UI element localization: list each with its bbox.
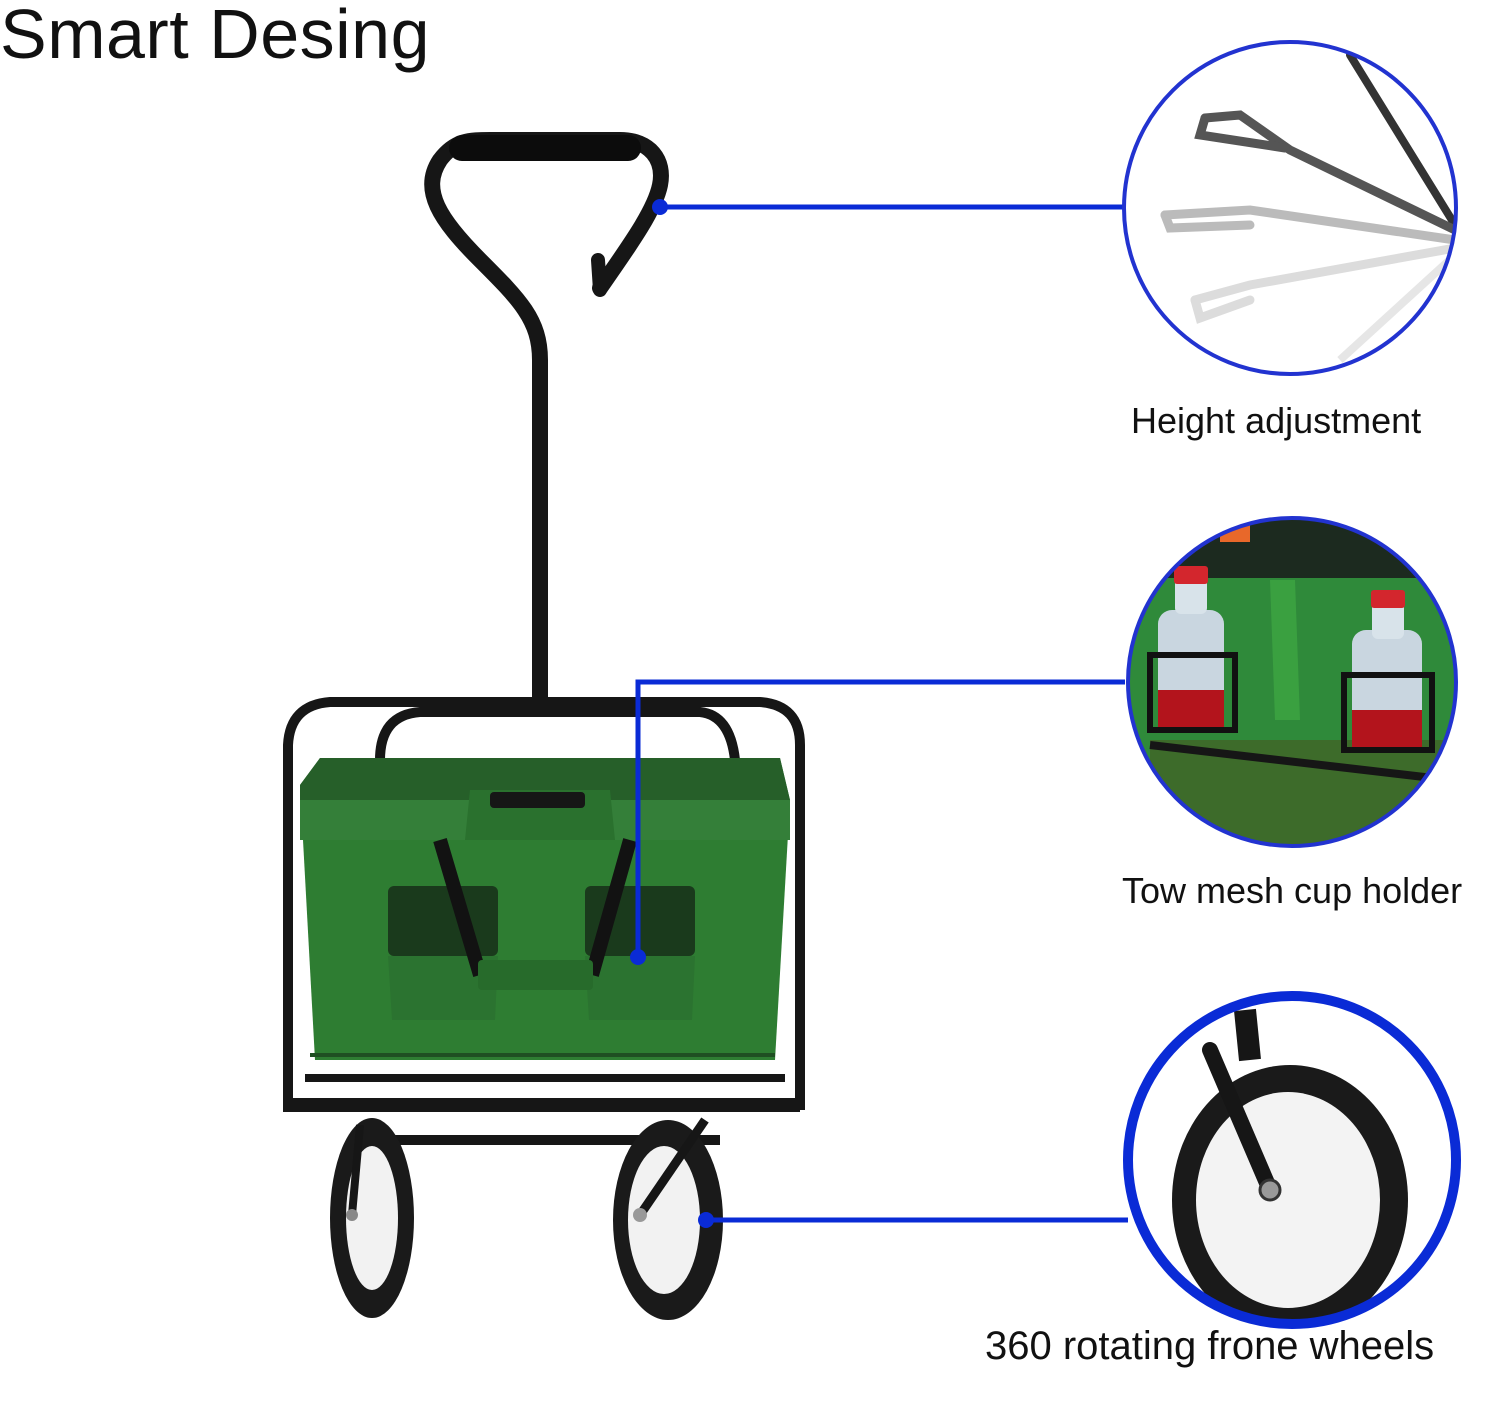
pull-handle: [424, 132, 669, 708]
wagon-cart: [283, 132, 805, 1320]
callout-dot-handle: [652, 199, 668, 215]
callout-dot-cupholder: [630, 949, 646, 965]
fabric-basket: [300, 758, 790, 1060]
callout-lines: [635, 204, 1128, 1223]
detail-height-adjustment: [1122, 40, 1458, 376]
caption-height-adjustment: Height adjustment: [1131, 400, 1422, 441]
page-title: Smart Desing: [0, 0, 431, 73]
callout-dot-wheel: [698, 1212, 714, 1228]
left-wheel: [330, 1118, 414, 1318]
callout-line-cupholder: [635, 679, 1125, 957]
cart-frame: [283, 697, 805, 1112]
detail-rotating-wheel: [1123, 991, 1461, 1329]
right-wheel: [613, 1117, 723, 1320]
caption-cup-holder: Tow mesh cup holder: [1122, 870, 1463, 911]
caption-rotating-wheels: 360 rotating frone wheels: [985, 1324, 1435, 1368]
detail-cup-holder: [1126, 516, 1458, 848]
